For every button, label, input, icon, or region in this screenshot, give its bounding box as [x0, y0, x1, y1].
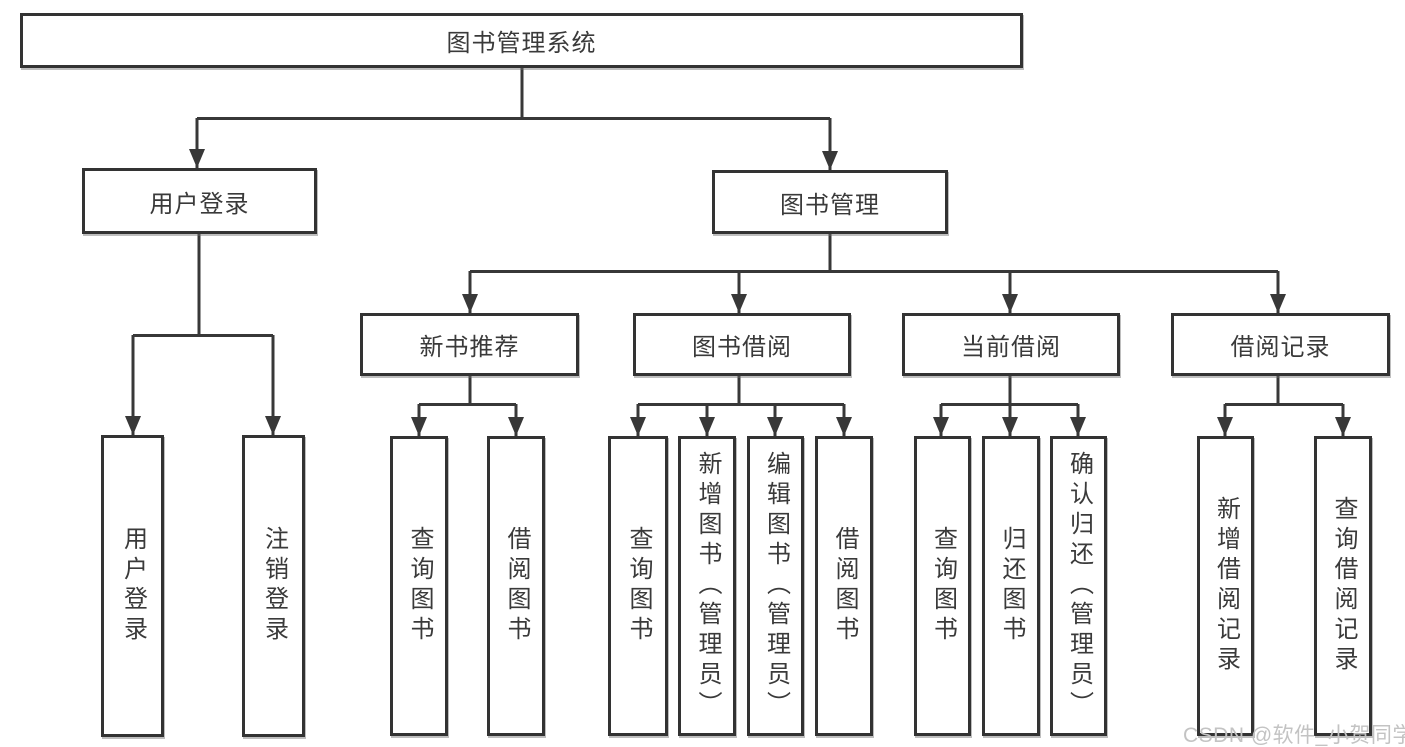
arrowheads	[125, 149, 1351, 436]
node-label: 查询借阅记录	[1330, 496, 1357, 676]
leaf-logout: 注销登录	[242, 435, 305, 737]
node-library-management-system: 图书管理系统	[20, 13, 1023, 68]
node-new-book-recommendation: 新书推荐	[360, 313, 579, 376]
leaf-borrow-books-recommend: 借阅图书	[487, 436, 545, 736]
node-label: 编辑图书（管理员）	[762, 451, 790, 721]
leaf-query-books-current: 查询图书	[914, 436, 971, 736]
node-label: 新书推荐	[419, 334, 520, 361]
node-label: 图书借阅	[692, 334, 792, 361]
leaf-query-books-borrow: 查询图书	[608, 436, 668, 736]
node-label: 注销登录	[260, 526, 288, 646]
node-user-login-branch: 用户登录	[82, 168, 317, 234]
node-label: 用户登录	[149, 190, 250, 218]
leaf-add-books-admin: 新增图书（管理员）	[678, 436, 736, 736]
leaf-return-books: 归还图书	[982, 436, 1040, 736]
connector-paths	[131, 68, 1345, 436]
leaf-user-login: 用户登录	[101, 435, 164, 737]
node-book-management-branch: 图书管理	[712, 170, 948, 234]
node-label: 查询图书	[625, 526, 652, 646]
node-label: 查询图书	[929, 526, 957, 646]
node-label: 当前借阅	[961, 334, 1061, 361]
node-label: 用户登录	[119, 526, 147, 646]
node-label: 查询图书	[406, 526, 433, 646]
leaf-query-books-recommend: 查询图书	[390, 436, 448, 736]
leaf-query-borrow-record: 查询借阅记录	[1314, 436, 1372, 736]
node-book-borrowing: 图书借阅	[633, 313, 851, 376]
node-label: 新增图书（管理员）	[694, 451, 721, 721]
leaf-borrow-books: 借阅图书	[815, 436, 873, 736]
leaf-add-borrow-record: 新增借阅记录	[1197, 436, 1254, 736]
node-label: 新增借阅记录	[1212, 496, 1240, 676]
node-label: 图书管理系统	[446, 30, 597, 57]
node-label: 借阅图书	[503, 526, 530, 646]
node-borrowing-records: 借阅记录	[1171, 313, 1390, 376]
node-label: 确认归还（管理员）	[1065, 451, 1093, 721]
leaf-confirm-return-admin: 确认归还（管理员）	[1050, 436, 1107, 736]
csdn-watermark: CSDN @软件_小贺同学	[1183, 724, 1405, 747]
node-label: 借阅图书	[831, 526, 858, 646]
leaf-edit-books-admin: 编辑图书（管理员）	[747, 436, 804, 736]
node-label: 图书管理	[780, 191, 880, 219]
node-current-borrowing: 当前借阅	[902, 313, 1120, 376]
node-label: 借阅记录	[1230, 334, 1331, 361]
node-label: 归还图书	[998, 526, 1025, 646]
